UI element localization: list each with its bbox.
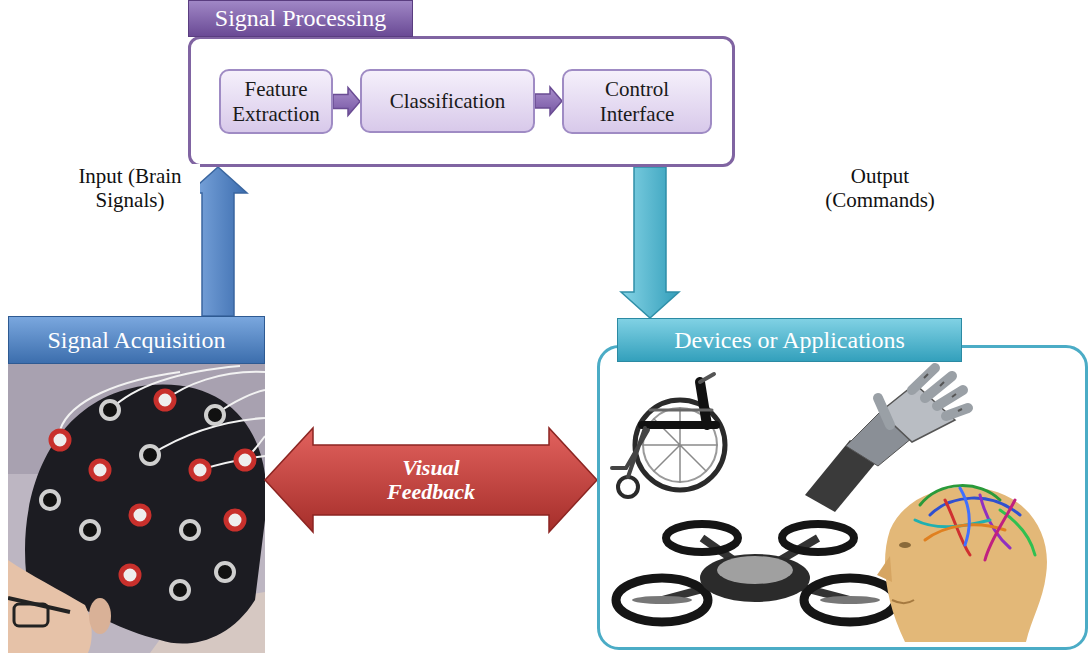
robotic-hand-picture — [924, 374, 962, 411]
drone-picture — [804, 578, 896, 622]
processing-group: Signal ProcessingFeature ExtractionClass… — [188, 36, 735, 167]
panel-title: Signal Acquisition — [8, 316, 265, 364]
brain-head-picture — [930, 498, 1020, 515]
eeg-cap-photo — [236, 451, 254, 469]
box-label: Classification — [390, 89, 505, 113]
eeg-cap-photo — [141, 446, 159, 464]
wheelchair-picture — [700, 382, 707, 425]
drone-picture — [632, 596, 692, 604]
brain-head-picture — [960, 488, 969, 545]
brain-head-picture — [877, 486, 1047, 642]
eeg-cap-photo — [191, 461, 209, 479]
drone-picture — [717, 556, 793, 584]
wheelchair-picture — [612, 374, 725, 497]
process-box: Control Interface — [562, 69, 712, 134]
robotic-hand-picture — [924, 374, 962, 411]
box-label: Feature Extraction — [229, 77, 323, 125]
wheelchair-picture — [650, 409, 712, 412]
panel-title: Devices or Applications — [617, 318, 962, 362]
drone-picture — [616, 524, 896, 622]
eeg-cap-photo — [226, 511, 244, 529]
robotic-hand-picture — [878, 398, 890, 425]
edge-label: Output (Commands) — [819, 164, 941, 212]
eeg-cap-photo — [41, 401, 234, 599]
block-arrow — [621, 167, 679, 318]
block-arrow — [535, 87, 562, 115]
brain-head-picture — [915, 486, 1035, 560]
box-label: Control Interface — [572, 77, 702, 125]
eeg-cap-photo — [8, 364, 265, 653]
section-heading: Signal Processing — [188, 0, 413, 37]
eeg-cap-photo — [121, 566, 139, 584]
drone-picture — [616, 578, 708, 622]
robotic-hand-picture — [937, 390, 963, 406]
drone-picture — [820, 596, 880, 604]
process-box: Classification — [360, 69, 535, 133]
edge-label: Visual Feedback — [384, 456, 478, 504]
eeg-cap-photo — [8, 560, 92, 653]
drone-picture — [782, 524, 854, 552]
drone-picture — [700, 554, 810, 602]
devices-panel: Devices or Applications — [597, 318, 1088, 650]
brain-head-picture — [892, 600, 914, 603]
block-arrow — [333, 88, 360, 116]
process-box: Feature Extraction — [219, 69, 333, 134]
eeg-cap-photo — [206, 406, 224, 424]
connectors — [189, 87, 679, 532]
eeg-cap-photo — [181, 521, 199, 539]
wheelchair-picture — [612, 428, 648, 477]
eeg-cap-photo — [131, 506, 149, 524]
panel-frame — [597, 345, 1088, 650]
wheelchair-picture — [635, 400, 725, 490]
acquisition-panel: Signal Acquisition — [8, 316, 265, 653]
wheelchair-picture — [618, 477, 638, 497]
brain-head-picture — [899, 542, 911, 548]
eeg-cap-photo — [171, 581, 189, 599]
eeg-cap-photo — [91, 461, 109, 479]
wheelchair-picture — [700, 374, 714, 382]
brain-head-picture — [985, 500, 1015, 560]
eeg-cap-photo — [41, 491, 59, 509]
robotic-hand-picture — [878, 368, 968, 425]
eeg-cap-photo — [156, 391, 174, 409]
eeg-cap-photo — [51, 431, 69, 449]
robotic-hand-picture — [946, 408, 968, 416]
eeg-cap-photo — [60, 366, 265, 470]
eeg-cap-photo — [89, 598, 111, 634]
eeg-cap-photo — [81, 521, 99, 539]
eeg-cap-photo — [101, 401, 119, 419]
drone-picture — [666, 524, 738, 552]
block-arrow — [265, 428, 597, 532]
eeg-cap-photo — [51, 391, 254, 584]
eeg-cap-photo — [216, 563, 234, 581]
brain-head-picture — [885, 487, 1047, 642]
eeg-cap-photo — [14, 604, 48, 626]
edge-label: Input (Brain Signals) — [60, 164, 200, 212]
brain-head-picture — [877, 556, 892, 582]
